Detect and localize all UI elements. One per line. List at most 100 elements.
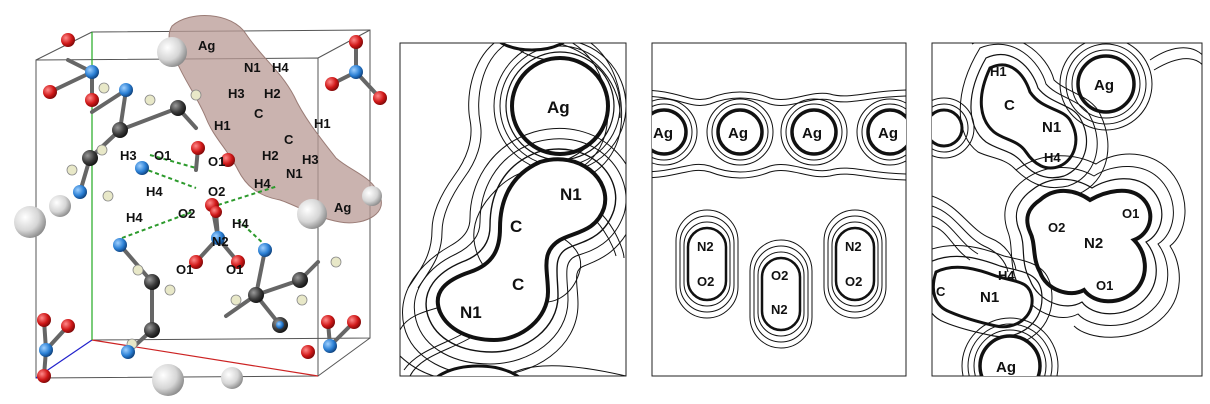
nitrate-pair-left xyxy=(675,209,739,319)
contour-line xyxy=(932,195,1017,271)
atom-label: N1 xyxy=(1042,119,1061,136)
atom-label: H3 xyxy=(120,148,137,163)
top-core xyxy=(498,43,566,52)
panel-frame xyxy=(931,42,1203,377)
contour-ring xyxy=(1071,49,1141,119)
atom-label: N2 xyxy=(1084,235,1103,252)
atom-label: H4 xyxy=(126,210,143,225)
atom-label: O2 xyxy=(845,274,862,289)
ag-atoms xyxy=(652,98,906,166)
atom-label: Ag xyxy=(1094,77,1114,94)
contour-line xyxy=(932,215,979,255)
atom-label: C xyxy=(284,132,294,147)
atom-label: H4 xyxy=(146,184,163,199)
panel-frame xyxy=(651,42,907,377)
contour-ring xyxy=(932,97,975,159)
contour-line xyxy=(425,148,617,353)
atom-label: Ag xyxy=(996,359,1016,376)
molecular-surface xyxy=(168,15,382,224)
atom-label: N2 xyxy=(845,239,862,254)
nitrogen-atoms xyxy=(39,65,363,359)
atom-label: Ag xyxy=(198,38,215,53)
contour-ring xyxy=(967,323,1053,376)
atom-label: Ag xyxy=(728,125,748,142)
bottom-core xyxy=(436,364,520,376)
ag-core xyxy=(1076,54,1136,114)
contour-line xyxy=(970,54,1088,179)
nitrate-pair-right xyxy=(823,209,887,319)
atom-label: O1 xyxy=(176,262,193,277)
oxygen-atoms xyxy=(37,33,387,383)
atom-label: O2 xyxy=(1048,220,1065,235)
atom-label: O1 xyxy=(154,148,171,163)
atom-label: N2 xyxy=(771,302,788,317)
atom-label: C xyxy=(510,217,522,236)
atom-label: Ag xyxy=(878,125,898,142)
contour-1-labels: Ag N1 C C N1 xyxy=(460,98,582,322)
carbon-atoms xyxy=(82,100,308,338)
atom-label: C xyxy=(936,284,946,299)
atom-label: H1 xyxy=(990,64,1007,79)
atom-label: Ag xyxy=(802,125,822,142)
contour-ring xyxy=(961,317,1059,376)
contour-line xyxy=(1153,58,1202,71)
ag-core xyxy=(978,334,1042,376)
chain-core xyxy=(435,157,608,343)
atom-label: N2 xyxy=(212,234,229,249)
contour-ring xyxy=(1065,43,1147,125)
atom-label: O2 xyxy=(697,274,714,289)
contour-ring xyxy=(973,329,1047,376)
contour-line xyxy=(971,43,1109,197)
atom-label: N1 xyxy=(286,166,303,181)
atom-label: N1 xyxy=(980,289,999,306)
contour-panel-2: Ag Ag Ag Ag N2 O2 O2 N2 N2 O2 xyxy=(651,42,907,377)
atom-label: N1 xyxy=(460,303,482,322)
nitrate-pair-middle xyxy=(749,239,813,349)
atom-label: O1 xyxy=(1122,206,1139,221)
contour-panel-1: Ag N1 C C N1 xyxy=(399,42,627,377)
contour-2-labels: Ag Ag Ag Ag N2 O2 O2 N2 N2 O2 xyxy=(653,125,898,317)
atom-label: H4 xyxy=(254,176,271,191)
contour-line xyxy=(932,255,1043,338)
nitrate-core xyxy=(1025,188,1153,304)
contour-line xyxy=(1149,47,1202,61)
atom-label: H3 xyxy=(228,86,245,101)
ag-core xyxy=(932,108,964,148)
atom-label: N1 xyxy=(560,185,582,204)
atom-label: N1 xyxy=(244,60,261,75)
atom-label: O2 xyxy=(208,184,225,199)
atom-label: H4 xyxy=(1044,150,1061,165)
atom-label: H4 xyxy=(998,268,1015,283)
atom-label: H1 xyxy=(314,116,331,131)
contour-line xyxy=(932,225,971,261)
atom-label: N2 xyxy=(697,239,714,254)
atom-label: O2 xyxy=(771,268,788,283)
ag-core xyxy=(510,56,610,156)
atom-label: C xyxy=(254,106,264,121)
atom-label: H4 xyxy=(272,60,289,75)
contour-line xyxy=(1015,153,1186,338)
amine-core xyxy=(979,63,1078,170)
atom-label: O2 xyxy=(178,206,195,221)
contour-line xyxy=(413,138,626,365)
silver-atoms xyxy=(14,37,382,396)
atom-label: C xyxy=(1004,97,1015,114)
atom-label: H3 xyxy=(302,152,319,167)
crystal-structure-panel: Ag N1 H4 H3 H2 H1 C C H1 H2 H3 N1 Ag H4 … xyxy=(14,15,387,396)
contour-3-labels: H1 C N1 H4 Ag O2 N2 O1 O1 H4 C N1 Ag xyxy=(936,64,1139,376)
atom-label: O1 xyxy=(226,262,243,277)
amine-core xyxy=(932,265,1034,329)
hydrogen-bonds xyxy=(121,154,279,247)
atom-label: Ag xyxy=(334,200,351,215)
ag-row-contours xyxy=(652,89,906,181)
atom-label: Ag xyxy=(547,98,570,117)
contour-line xyxy=(1015,178,1163,315)
contour-panel-3: H1 C N1 H4 Ag O2 N2 O1 O1 H4 C N1 Ag xyxy=(931,42,1203,377)
atom-label: O1 xyxy=(208,154,225,169)
contour-ring xyxy=(932,103,969,153)
atom-label: H2 xyxy=(262,148,279,163)
atom-label: H4 xyxy=(232,216,249,231)
atom-label: O1 xyxy=(1096,278,1113,293)
atom-label: H1 xyxy=(214,118,231,133)
